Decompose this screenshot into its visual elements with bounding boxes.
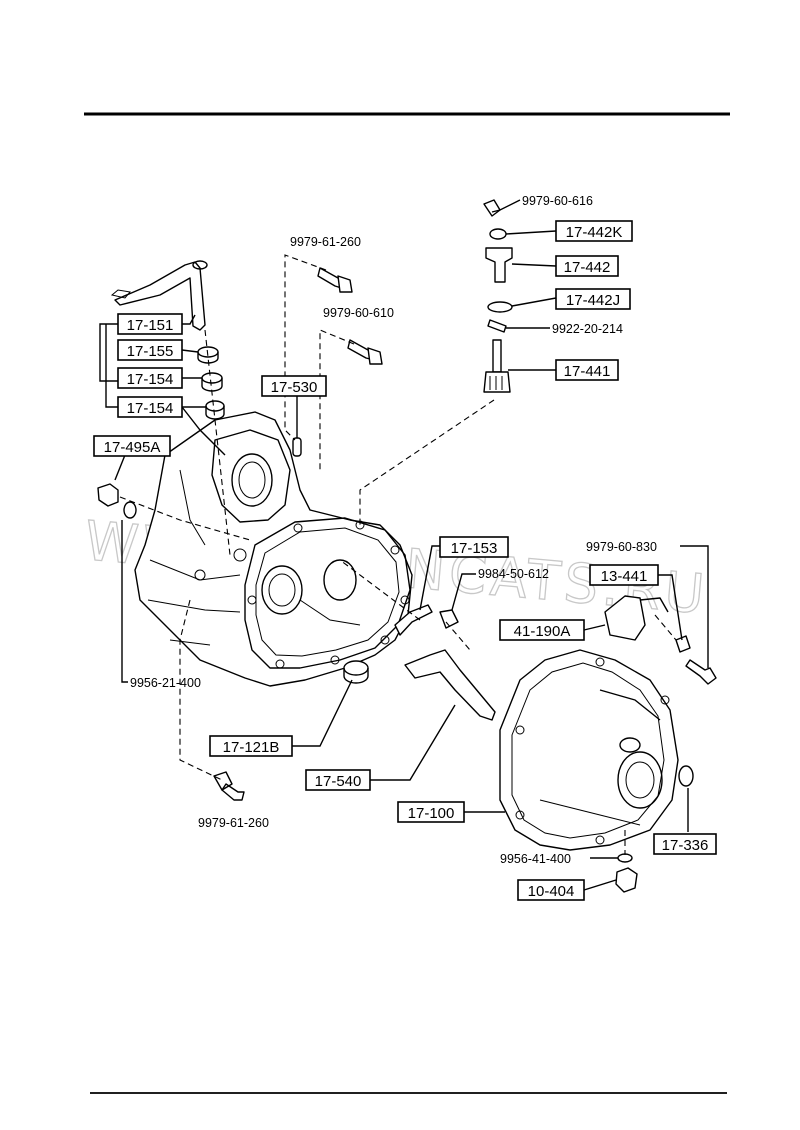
clip-41-190a-drawing [675,635,691,653]
bolt-9979-60-610-drawing [347,339,383,365]
bracket-13-441-drawing [604,595,669,641]
plug-10-404-drawing [615,867,638,893]
label-9922-20-214: 9922-20-214 [552,322,623,336]
label-17-530: 17-530 [261,375,327,397]
label-10-404: 10-404 [517,879,585,901]
label-17-155: 17-155 [117,339,183,361]
label-17-441: 17-441 [555,359,619,381]
svg-text:17-336: 17-336 [662,837,709,854]
release-plate-17-540-drawing [404,649,496,721]
label-9979-60-616: 9979-60-616 [522,194,593,208]
bolt-9979-61-260-top-drawing [317,267,353,293]
label-17-540: 17-540 [305,769,371,791]
svg-text:17-100: 17-100 [408,805,455,822]
label-17-495a: 17-495A [93,435,171,457]
svg-text:17-442J: 17-442J [566,292,620,309]
clutch-housing-drawing [134,411,413,687]
label-9979-60-830: 9979-60-830 [586,540,657,554]
svg-text:17-121B: 17-121B [223,739,280,756]
label-17-442j: 17-442J [555,288,631,310]
drain-plug-drawing [97,483,137,519]
svg-text:17-442: 17-442 [564,259,611,276]
svg-text:17-441: 17-441 [564,363,611,380]
bolt-9984-50-612-drawing [439,609,459,629]
seal-17-336-drawing [678,765,694,787]
leader-lines [99,199,709,891]
label-41-190a: 41-190A [499,619,585,641]
label-17-154-b: 17-154 [117,396,183,418]
washer-9956-41-400-drawing [617,853,633,863]
label-17-151: 17-151 [117,313,183,335]
svg-text:10-404: 10-404 [528,883,575,900]
svg-text:13-441: 13-441 [601,568,648,585]
label-17-336: 17-336 [653,833,717,855]
bolt-9979-60-830-drawing [685,659,717,685]
label-9956-41-400: 9956-41-400 [500,852,571,866]
release-fork-drawing [110,260,208,331]
svg-text:17-153: 17-153 [451,540,498,557]
svg-text:17-151: 17-151 [127,317,174,334]
svg-text:17-530: 17-530 [271,379,318,396]
label-17-154-a: 17-154 [117,367,183,389]
label-9984-50-612: 9984-50-612 [478,567,549,581]
label-17-442: 17-442 [555,255,619,277]
assembly-lines [119,254,677,855]
label-17-100: 17-100 [397,801,465,823]
bolt-9979-61-260-bottom-drawing [213,771,245,801]
label-17-442k: 17-442K [555,220,633,242]
svg-text:17-154: 17-154 [127,400,174,417]
label-17-121b: 17-121B [209,735,293,757]
svg-text:17-155: 17-155 [127,343,174,360]
svg-text:17-495A: 17-495A [104,439,161,456]
svg-text:17-154: 17-154 [127,371,174,388]
label-9979-61-260-bottom: 9979-61-260 [198,816,269,830]
speedometer-gear-drawing [483,199,513,393]
svg-text:17-442K: 17-442K [566,224,623,241]
svg-text:41-190A: 41-190A [514,623,571,640]
label-9956-21-400: 9956-21-400 [130,676,201,690]
label-9979-60-610: 9979-60-610 [323,306,394,320]
label-13-441: 13-441 [589,564,659,586]
seal-17-121b-drawing [343,660,369,684]
label-17-153: 17-153 [439,536,509,558]
label-9979-61-260-top: 9979-61-260 [290,235,361,249]
svg-text:17-540: 17-540 [315,773,362,790]
transmission-case-drawing [499,649,679,851]
pin-17-530-drawing [292,437,302,457]
